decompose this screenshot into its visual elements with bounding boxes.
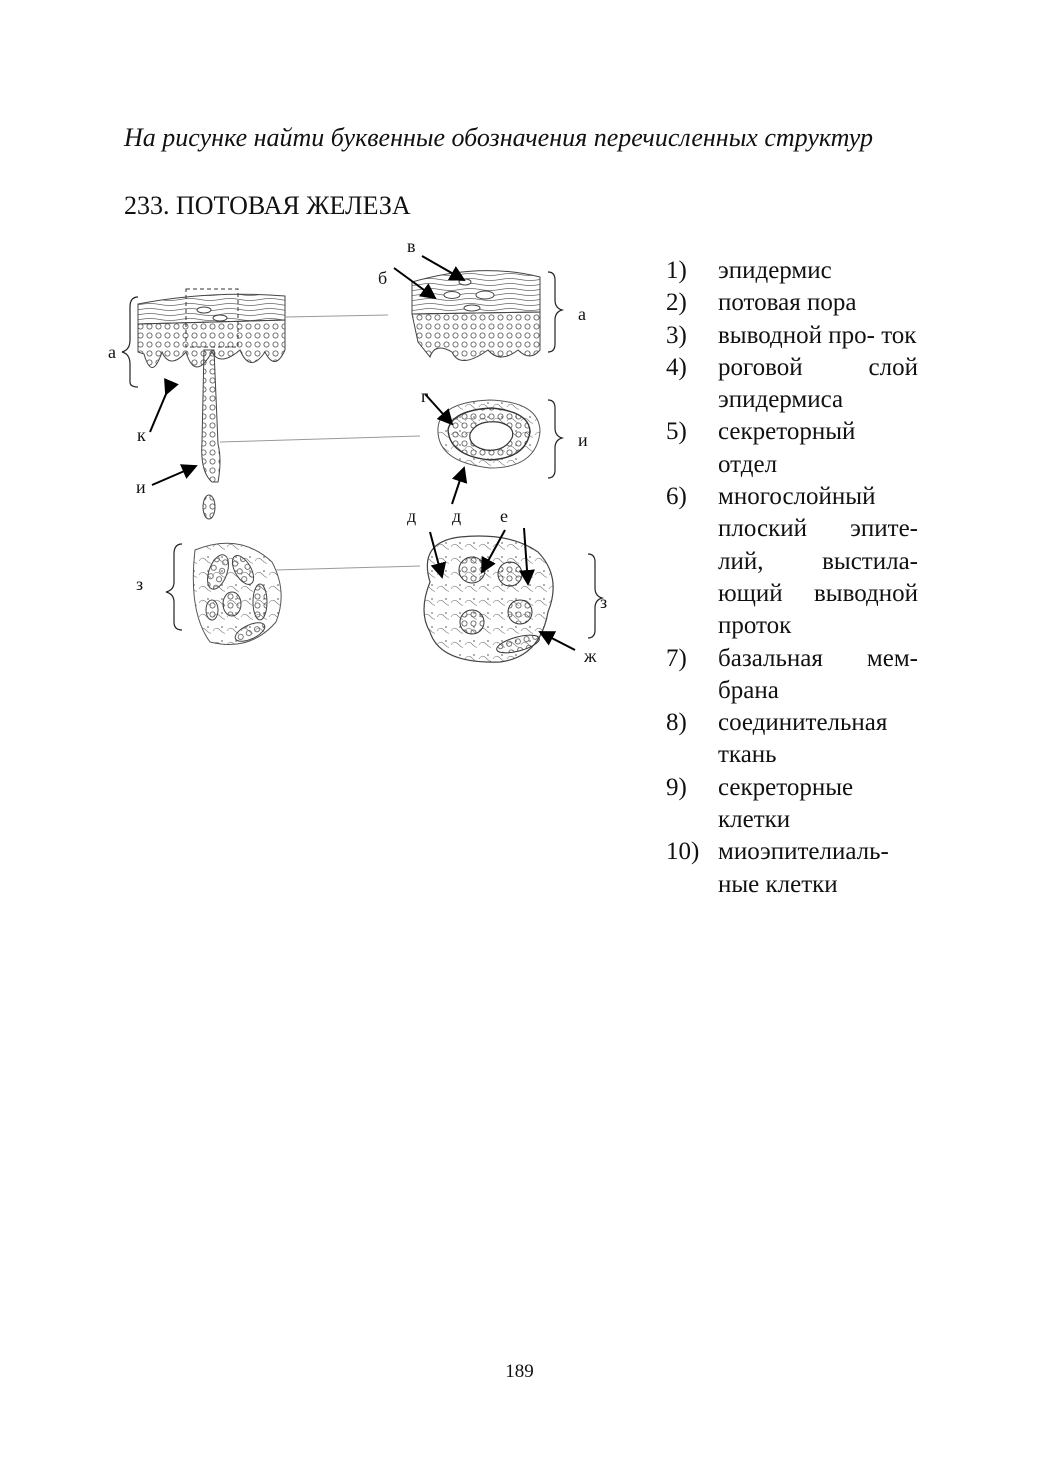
- item-text: секреторные клетки: [718, 772, 918, 837]
- item-number: 3): [666, 320, 718, 352]
- detail-duct-section: [438, 400, 540, 468]
- connector-line: [220, 436, 420, 442]
- item-text: многослойный плоский эпите- лий, выстила…: [718, 481, 918, 642]
- detail-secretory-section: [424, 536, 553, 662]
- answer-list: 1)эпидермис 2)потовая пора 3)выводной пр…: [666, 255, 918, 901]
- label-v: в: [407, 236, 416, 256]
- list-item: 6)многослойный плоский эпите- лий, высти…: [666, 481, 918, 642]
- label-i-left: и: [136, 477, 146, 497]
- list-item: 9)секреторные клетки: [666, 772, 918, 837]
- sweat-gland-drawing: [100, 232, 630, 672]
- item-text: роговой слой эпидермиса: [718, 352, 918, 417]
- arrow-k: [150, 394, 166, 432]
- item-number: 5): [666, 416, 718, 481]
- list-item: 1)эпидермис: [666, 255, 918, 287]
- item-number: 1): [666, 255, 718, 287]
- label-e: е: [500, 506, 508, 526]
- item-text: эпидермис: [718, 255, 918, 287]
- label-z-right: з: [600, 592, 607, 612]
- label-a-right: а: [578, 304, 586, 324]
- list-item: 8)соединительная ткань: [666, 707, 918, 772]
- brace-z-left: [166, 544, 182, 630]
- instruction-text: На рисунке найти буквенные обозначения п…: [124, 122, 916, 154]
- item-number: 6): [666, 481, 718, 642]
- item-text: соединительная ткань: [718, 707, 918, 772]
- label-i-right: и: [578, 430, 588, 450]
- brace-a-right: [548, 272, 562, 352]
- list-item: 3)выводной про- ток: [666, 320, 918, 352]
- arrow-d-duct: [452, 468, 464, 504]
- item-number: 10): [666, 836, 718, 901]
- brace-a-left: [122, 297, 138, 387]
- section-heading: 233. ПОТОВАЯ ЖЕЛЕЗА: [124, 188, 411, 224]
- list-item: 4)роговой слой эпидермиса: [666, 352, 918, 417]
- sweat-gland-figure: а к и з в б а г и д д е з ж: [100, 232, 630, 672]
- item-number: 2): [666, 287, 718, 319]
- item-text: миоэпителиаль- ные клетки: [718, 836, 918, 901]
- item-text: базальная мем- брана: [718, 643, 918, 708]
- brace-i-right: [548, 400, 562, 478]
- list-item: 10)миоэпителиаль- ные клетки: [666, 836, 918, 901]
- arrow-i-left: [152, 466, 196, 485]
- list-item: 2)потовая пора: [666, 287, 918, 319]
- item-text: секреторный отдел: [718, 416, 918, 481]
- item-number: 8): [666, 707, 718, 772]
- arrow-g: [425, 394, 452, 424]
- label-g: г: [421, 386, 428, 406]
- list-item: 5)секреторный отдел: [666, 416, 918, 481]
- label-k: к: [137, 425, 146, 445]
- item-text: потовая пора: [718, 287, 918, 319]
- label-a-left: а: [108, 342, 116, 362]
- overview-secretory-part: [193, 543, 281, 645]
- detail-epidermis: [412, 271, 540, 361]
- overview-duct: [202, 350, 220, 519]
- item-text: выводной про- ток: [718, 320, 918, 352]
- item-number: 7): [666, 643, 718, 708]
- label-zh: ж: [584, 646, 596, 666]
- label-d1: д: [407, 506, 416, 526]
- list-item: 7)базальная мем- брана: [666, 643, 918, 708]
- label-b: б: [378, 268, 387, 288]
- arrow-zh: [540, 632, 575, 650]
- connector-line: [276, 566, 420, 570]
- item-number: 4): [666, 352, 718, 417]
- item-number: 9): [666, 772, 718, 837]
- page-number: 189: [0, 1361, 1039, 1383]
- connector-line: [285, 315, 388, 317]
- label-d2: д: [452, 506, 461, 526]
- label-z-left: з: [136, 574, 143, 594]
